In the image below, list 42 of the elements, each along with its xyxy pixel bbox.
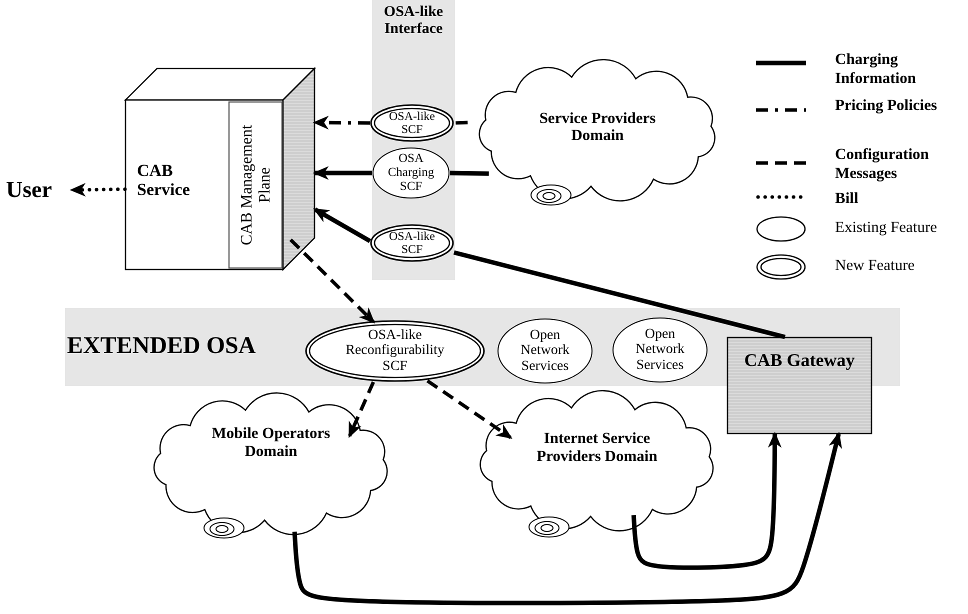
arrow xyxy=(70,182,127,197)
management-panel xyxy=(228,68,315,270)
legend-label: Charging Information xyxy=(835,50,917,89)
arrow xyxy=(292,432,842,606)
node-label: OSA-like SCF xyxy=(388,110,436,136)
node-label: CAB Gateway xyxy=(744,351,855,371)
legend-label: Configuration Messages xyxy=(835,145,930,184)
legend-label: Bill xyxy=(835,189,858,208)
arrow xyxy=(313,207,372,244)
user-label: User xyxy=(6,176,72,204)
band-heading: EXTENDED OSA xyxy=(67,332,256,360)
existing-feature-ellipse xyxy=(372,147,450,199)
node-label: OSA Charging SCF xyxy=(386,152,436,194)
connector-line xyxy=(450,170,489,176)
band-heading: OSA-like Interface xyxy=(382,4,444,37)
arrow xyxy=(312,166,372,180)
legend-label: Pricing Policies xyxy=(835,96,938,116)
arrow xyxy=(312,116,370,130)
legend-label: New Feature xyxy=(835,256,915,276)
arrow xyxy=(426,379,512,439)
node-label: Mobile Operators Domain xyxy=(210,425,332,460)
node-label: Service Providers Domain xyxy=(538,110,657,144)
existing-feature-ellipse xyxy=(497,318,593,384)
arrow xyxy=(289,238,376,324)
interface-band xyxy=(372,0,455,280)
node-label: OSA-like SCF xyxy=(388,230,436,256)
panel-label: CAB Management Plane xyxy=(238,124,274,248)
new-feature-ellipse xyxy=(305,320,485,382)
arrow xyxy=(348,381,375,438)
connector-line xyxy=(454,120,468,125)
node-label: CAB Service xyxy=(137,162,191,200)
connector-line xyxy=(453,250,786,340)
new-feature-ellipse xyxy=(370,224,454,262)
arrow xyxy=(631,432,782,570)
node-label: Open Network Services xyxy=(634,326,686,374)
legend-label: Existing Feature xyxy=(835,218,938,238)
node-label: Open Network Services xyxy=(520,328,570,374)
existing-feature-ellipse xyxy=(612,317,708,383)
gateway-box xyxy=(727,337,872,434)
node-label: Internet Service Providers Domain xyxy=(536,430,658,465)
new-feature-ellipse xyxy=(370,104,454,142)
node-label: OSA-like Reconfigurability SCF xyxy=(344,328,446,374)
